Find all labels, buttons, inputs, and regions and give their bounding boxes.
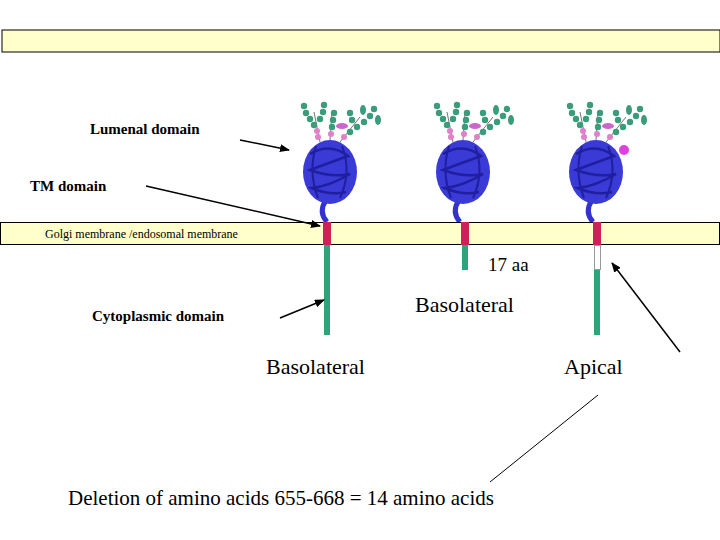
text-label: TM domain bbox=[30, 178, 106, 195]
top-band bbox=[2, 30, 720, 52]
tm-segment bbox=[593, 222, 601, 245]
leader-arrow bbox=[612, 263, 680, 352]
leader-line bbox=[490, 395, 598, 482]
tm-segment bbox=[461, 222, 469, 245]
leader-arrow bbox=[280, 300, 324, 318]
membrane-band: Golgi membrane /endosomal membrane bbox=[0, 222, 720, 245]
glycan-dot bbox=[619, 145, 629, 155]
protein-1 bbox=[301, 102, 381, 222]
text-label: Basolateral bbox=[415, 292, 514, 317]
text-label: 17 aa bbox=[488, 254, 529, 276]
text-label: Apical bbox=[564, 354, 623, 379]
text-label: Deletion of amino acids 655-668 = 14 ami… bbox=[68, 486, 494, 510]
cytoplasmic-tail bbox=[594, 270, 600, 335]
tm-segment bbox=[323, 222, 331, 245]
text-label: Lumenal domain bbox=[90, 121, 200, 138]
band-label: Golgi membrane /endosomal membrane bbox=[45, 227, 238, 242]
protein-2 bbox=[434, 102, 514, 222]
protein-3 bbox=[567, 102, 647, 222]
cytoplasmic-tail bbox=[324, 245, 330, 335]
deleted-segment bbox=[595, 246, 601, 270]
text-label: Basolateral bbox=[266, 354, 365, 379]
text-label: Cytoplasmic domain bbox=[92, 308, 224, 325]
leader-arrow bbox=[240, 140, 289, 150]
leader-arrow bbox=[146, 186, 320, 226]
cytoplasmic-tail bbox=[462, 245, 468, 270]
